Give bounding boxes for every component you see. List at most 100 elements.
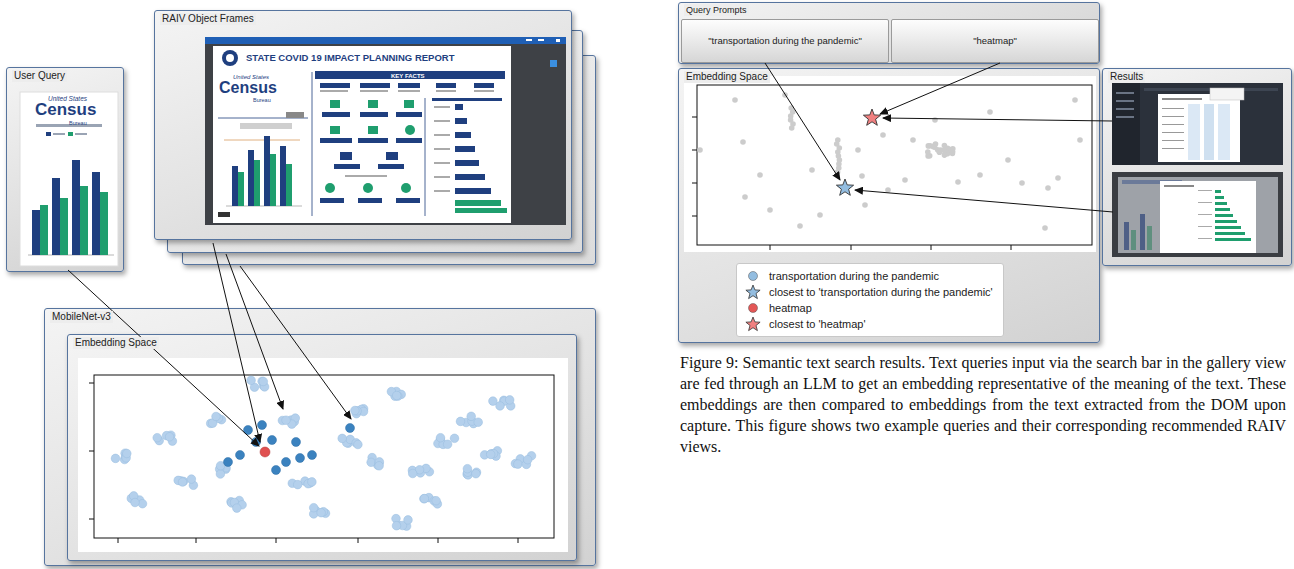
legend-box: transportation during the pandemiccloses… xyxy=(736,263,1004,337)
illustration-part xyxy=(53,133,65,135)
scatter-point xyxy=(392,521,401,530)
illustration-part xyxy=(1215,238,1251,241)
illustration-part xyxy=(434,148,450,150)
illustration-part xyxy=(363,183,373,193)
illustration-part xyxy=(334,164,360,169)
scatter-point xyxy=(179,477,188,486)
illustration-part xyxy=(205,37,566,44)
illustration-part xyxy=(320,83,350,88)
scatter-point xyxy=(420,494,429,503)
scatter-point xyxy=(932,117,938,123)
illustration-part xyxy=(52,178,60,255)
legend-text: closest to 'heatmap' xyxy=(769,318,866,331)
illustration-part xyxy=(684,76,1096,252)
scatter-point xyxy=(272,466,281,475)
scatter-point xyxy=(463,464,472,473)
illustration-part xyxy=(425,98,426,216)
illustration-part xyxy=(1215,190,1221,193)
illustration-part xyxy=(322,112,350,117)
illustration-part xyxy=(1198,214,1212,215)
dashboard-screenshot xyxy=(205,37,566,225)
legend-marker xyxy=(746,285,760,299)
legend-text: heatmap xyxy=(769,302,812,315)
illustration-part xyxy=(455,160,479,166)
prompt-box: "transportation during the pandemic" xyxy=(681,19,889,63)
scatter-point xyxy=(927,143,933,149)
illustration-part xyxy=(378,164,404,169)
illustration-part xyxy=(46,132,51,136)
scatter-point xyxy=(268,436,277,445)
illustration-part xyxy=(330,126,340,134)
logo-text: Bureau xyxy=(69,120,87,126)
scatter-point xyxy=(987,109,993,115)
leader-arrow xyxy=(226,254,283,409)
prompt-box: "heatmap" xyxy=(891,19,1099,63)
illustration-part xyxy=(538,39,544,41)
scatter-point xyxy=(789,125,795,131)
illustration-part xyxy=(455,118,467,124)
illustration-part xyxy=(360,83,390,88)
scatter-point xyxy=(224,458,233,467)
illustration-part xyxy=(1198,190,1212,191)
closest-star xyxy=(863,109,880,125)
illustration-part xyxy=(396,198,420,203)
leader-arrow xyxy=(213,243,260,442)
scatter-point xyxy=(420,494,429,503)
illustration-part xyxy=(1198,226,1212,227)
illustration-part xyxy=(89,451,94,452)
scatter-point xyxy=(902,177,908,183)
illustration-part xyxy=(358,538,359,543)
illustration-part xyxy=(286,164,292,206)
illustration-part xyxy=(432,98,502,101)
illustration-part xyxy=(270,154,276,206)
illustration-part xyxy=(218,212,230,217)
illustration-part xyxy=(396,112,422,117)
scatter-point xyxy=(1042,225,1048,231)
scatter-point xyxy=(212,412,221,421)
scatter-point xyxy=(138,499,147,508)
legend-marker xyxy=(746,317,760,331)
scatter-point xyxy=(187,475,196,484)
illustration-part xyxy=(455,132,471,138)
illustration-part xyxy=(1158,94,1240,162)
section-heading: KEY FACTS xyxy=(391,73,425,80)
scatter-point xyxy=(523,455,532,464)
illustration-part xyxy=(1215,196,1224,199)
scatter-point xyxy=(797,223,803,229)
illustration-part xyxy=(405,125,415,135)
illustration-part xyxy=(1147,226,1152,250)
illustration-part xyxy=(320,198,344,203)
illustration-part xyxy=(1162,140,1184,141)
panel-title: User Query xyxy=(12,70,67,82)
leader-arrow xyxy=(880,63,1000,114)
illustration-part xyxy=(1112,172,1283,257)
illustration-part xyxy=(518,538,519,543)
scatter-point xyxy=(1077,137,1083,143)
scatter-point xyxy=(757,172,763,178)
figure-caption: Figure 9: Semantic text search results. … xyxy=(680,352,1286,457)
scatter-point xyxy=(933,141,939,147)
scatter-point xyxy=(767,207,773,213)
illustration-part xyxy=(32,210,40,255)
illustration-part xyxy=(360,90,388,92)
scatter-point xyxy=(742,194,748,200)
legend-swatch xyxy=(745,268,761,284)
illustration-part xyxy=(404,100,414,108)
illustration-part xyxy=(358,138,388,143)
scatter-point xyxy=(443,440,452,449)
illustration-part xyxy=(931,245,932,250)
legend-swatch xyxy=(745,284,761,300)
illustration-part xyxy=(1162,116,1184,117)
illustration-part xyxy=(692,150,697,151)
scatter-point xyxy=(809,167,815,173)
illustration-part xyxy=(1131,230,1136,250)
scatter-point xyxy=(467,412,476,421)
illustration-part xyxy=(697,85,1092,245)
scatter-point xyxy=(1005,157,1011,163)
illustration-part xyxy=(401,183,411,193)
logo-text: Census xyxy=(219,79,277,97)
illustration-part xyxy=(474,83,494,88)
scatter-point xyxy=(392,391,401,400)
scatter-point xyxy=(859,173,865,179)
illustration-part xyxy=(1116,92,1134,94)
